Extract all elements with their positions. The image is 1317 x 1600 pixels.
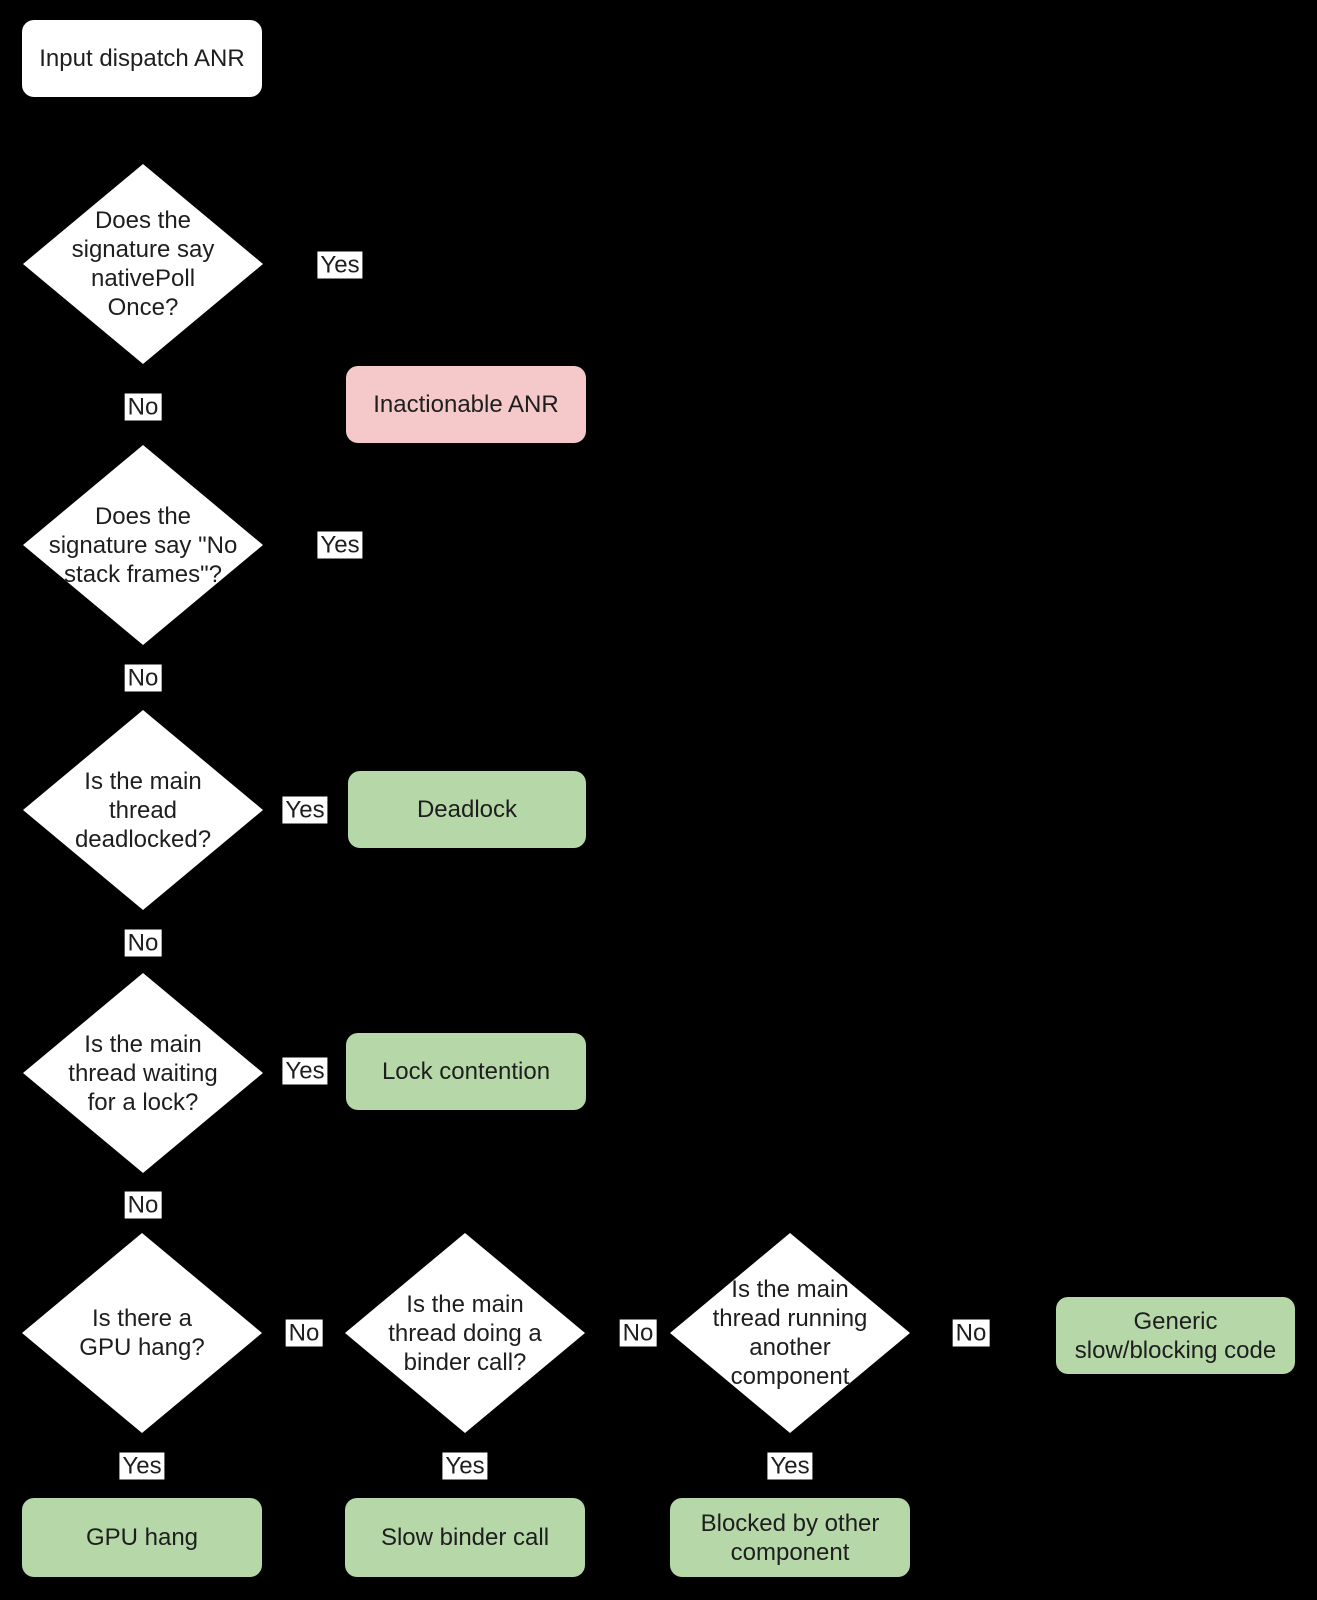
decision-binder-call: Is the main thread doing a binder call? xyxy=(345,1233,585,1433)
edge-label-yes-native-poll: Yes xyxy=(317,251,363,279)
edge-label-yes-binder-call: Yes xyxy=(442,1452,488,1480)
outcome-lock-contention: Lock contention xyxy=(346,1033,586,1110)
outcome-gpu-hang: GPU hang xyxy=(22,1498,262,1577)
edge-label-no-deadlocked: No xyxy=(124,929,162,957)
edge-label-yes-waiting-lock: Yes xyxy=(282,1057,328,1085)
outcome-deadlock: Deadlock xyxy=(348,771,586,848)
edge-label-no-native-poll: No xyxy=(124,393,162,421)
decision-main-thread-waiting-lock: Is the main thread waiting for a lock? xyxy=(23,973,263,1173)
start-node-input-dispatch-anr: Input dispatch ANR xyxy=(22,20,262,97)
edge-label-no-binder-call: No xyxy=(619,1319,657,1347)
edge-label-yes-no-stack-frames: Yes xyxy=(317,531,363,559)
decision-no-stack-frames: Does the signature say "No stack frames"… xyxy=(23,445,263,645)
decision-main-thread-deadlocked: Is the main thread deadlocked? xyxy=(23,710,263,910)
edge-label-no-waiting-lock: No xyxy=(124,1191,162,1219)
edge-label-no-gpu-hang: No xyxy=(285,1319,323,1347)
decision-running-other-component: Is the main thread running another compo… xyxy=(670,1233,910,1433)
edge-label-yes-gpu-hang: Yes xyxy=(119,1452,165,1480)
edge-label-no-no-stack-frames: No xyxy=(124,664,162,692)
outcome-slow-binder-call: Slow binder call xyxy=(345,1498,585,1577)
outcome-blocked-by-other-component: Blocked by other component xyxy=(670,1498,910,1577)
outcome-generic-slow-blocking-code: Generic slow/blocking code xyxy=(1056,1297,1295,1374)
decision-gpu-hang: Is there a GPU hang? xyxy=(22,1233,262,1433)
outcome-inactionable-anr: Inactionable ANR xyxy=(346,366,586,443)
edge-label-yes-deadlocked: Yes xyxy=(282,796,328,824)
edge-label-no-other-component: No xyxy=(952,1319,990,1347)
decision-native-poll-once: Does the signature say nativePoll Once? xyxy=(23,164,263,364)
edge-label-yes-other-component: Yes xyxy=(767,1452,813,1480)
